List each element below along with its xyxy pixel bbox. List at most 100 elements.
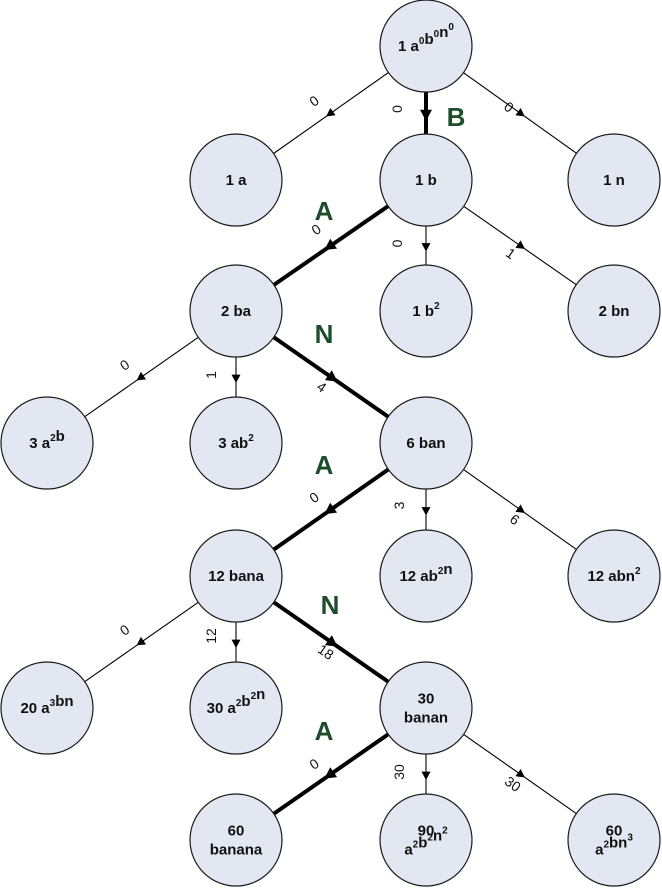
edge-ba-ban: 4 [272, 335, 390, 419]
node-abn2: 12 abn2 [567, 529, 661, 623]
node-label-line: 30 a2b2n [207, 686, 266, 717]
edge-arrow [324, 635, 338, 647]
edge-arrow [421, 507, 431, 516]
node-circle [0, 396, 94, 490]
node-ab2n: 12 ab2n [379, 529, 473, 623]
node-circle [567, 529, 661, 623]
edge-bana-a3bn: 0 [84, 601, 199, 683]
path-letter-n: N [321, 590, 340, 620]
edge-weight-label: 30 [391, 764, 407, 780]
edge-arrow [515, 768, 525, 778]
edge-arrow [136, 636, 147, 646]
node-a: 1 a [189, 133, 283, 227]
edge-arrow [421, 771, 431, 780]
edge-root-a: 0 [273, 72, 389, 154]
node-label-line: 12 bana [208, 568, 265, 585]
node-circle [0, 661, 94, 755]
node-ban: 6 ban [379, 396, 473, 490]
edge-weight-label: 6 [507, 511, 523, 529]
path-letter-b: B [447, 102, 466, 132]
node-circle [567, 133, 661, 227]
node-ab2: 3 ab2 [189, 396, 283, 490]
edge-ban-abn2: 6 [463, 469, 577, 550]
node-label-line: 1 n [603, 172, 625, 189]
edge-banan-a2bn3: 30 [463, 733, 577, 815]
edge-ba-a2b: 0 [84, 336, 199, 418]
edge-weight-label: 4 [314, 378, 330, 396]
edge-arrow [324, 238, 338, 251]
node-label-line: 90 [418, 823, 435, 840]
node-label-line: 12 ab2n [399, 561, 452, 585]
edge-arrow [515, 107, 525, 117]
edge-arrow [324, 502, 338, 515]
node-ba: 2 ba [189, 264, 283, 358]
node-bn: 2 bn [567, 264, 661, 358]
node-circle [567, 793, 661, 887]
edge-arrow [420, 109, 432, 121]
node-label-line: a2b2n2 [404, 826, 448, 859]
node-circle [567, 264, 661, 358]
edge-ban-ab2n: 3 [391, 489, 431, 530]
edge-arrow [324, 767, 338, 779]
edge-weight-label: 1 [203, 371, 219, 379]
node-circle [189, 396, 283, 490]
edge-weight-label: 1 [503, 245, 519, 263]
node-circle [379, 133, 473, 227]
node-circle [379, 793, 473, 887]
node-label-line: 1 a [226, 172, 248, 189]
node-label-line: 6 ban [406, 435, 445, 452]
node-label-line: 30 [418, 691, 435, 708]
edge-arrow [421, 243, 431, 252]
node-circle [379, 0, 473, 93]
node-bana: 12 bana [189, 529, 283, 623]
node-label-line: 1 b [415, 172, 437, 189]
node-label-line: 3 ab2 [218, 433, 254, 452]
node-label-line: 2 ba [221, 303, 252, 320]
node-label-line: 12 abn2 [587, 566, 641, 585]
node-circle [379, 396, 473, 490]
edge-arrow [515, 504, 525, 513]
edge-weight-label: 0 [389, 239, 405, 247]
edge-weight-label: 0 [306, 488, 322, 506]
edge-ban-bana: 0 [272, 467, 390, 552]
edge-weight-label: 0 [306, 92, 322, 110]
edge-arrow [136, 371, 147, 381]
node-label-line: 60 [606, 823, 623, 840]
edge-root-n: 0 [463, 72, 577, 154]
edge-arrow [326, 107, 336, 117]
node-label-line: 3 a2b [29, 428, 65, 452]
node-circle [379, 264, 473, 358]
edge-arrow [231, 639, 241, 648]
path-letter-a: A [315, 716, 334, 746]
node-label-line: 60 [228, 823, 245, 840]
node-a3bn: 20 a3bn [0, 661, 94, 755]
node-circle [189, 793, 283, 887]
edge-banan-a2b2n2: 30 [391, 754, 431, 794]
path-letter-a: A [315, 450, 334, 480]
edge-arrow [231, 374, 241, 383]
node-circle [189, 264, 283, 358]
edge-root-b: 0 [389, 92, 432, 134]
node-label-line: 2 bn [599, 303, 630, 320]
node-circle [189, 661, 283, 755]
edge-bana-a2b2n: 12 [203, 622, 241, 662]
node-n: 1 n [567, 133, 661, 227]
node-a2b: 3 a2b [0, 396, 94, 490]
node-root: 1 a0b0n0 [379, 0, 473, 93]
edge-weight-label: 12 [203, 628, 219, 644]
node-circle [189, 529, 283, 623]
edge-b-bn: 1 [463, 205, 577, 286]
node-b2: 1 b2 [379, 264, 473, 358]
node-label-line: 20 a3bn [20, 693, 73, 717]
edge-weight-label: 0 [306, 755, 322, 773]
node-circle [189, 133, 283, 227]
edge-weight-label: 0 [117, 621, 133, 639]
edge-arrow [515, 240, 525, 249]
edge-weight-label: 0 [117, 356, 133, 374]
